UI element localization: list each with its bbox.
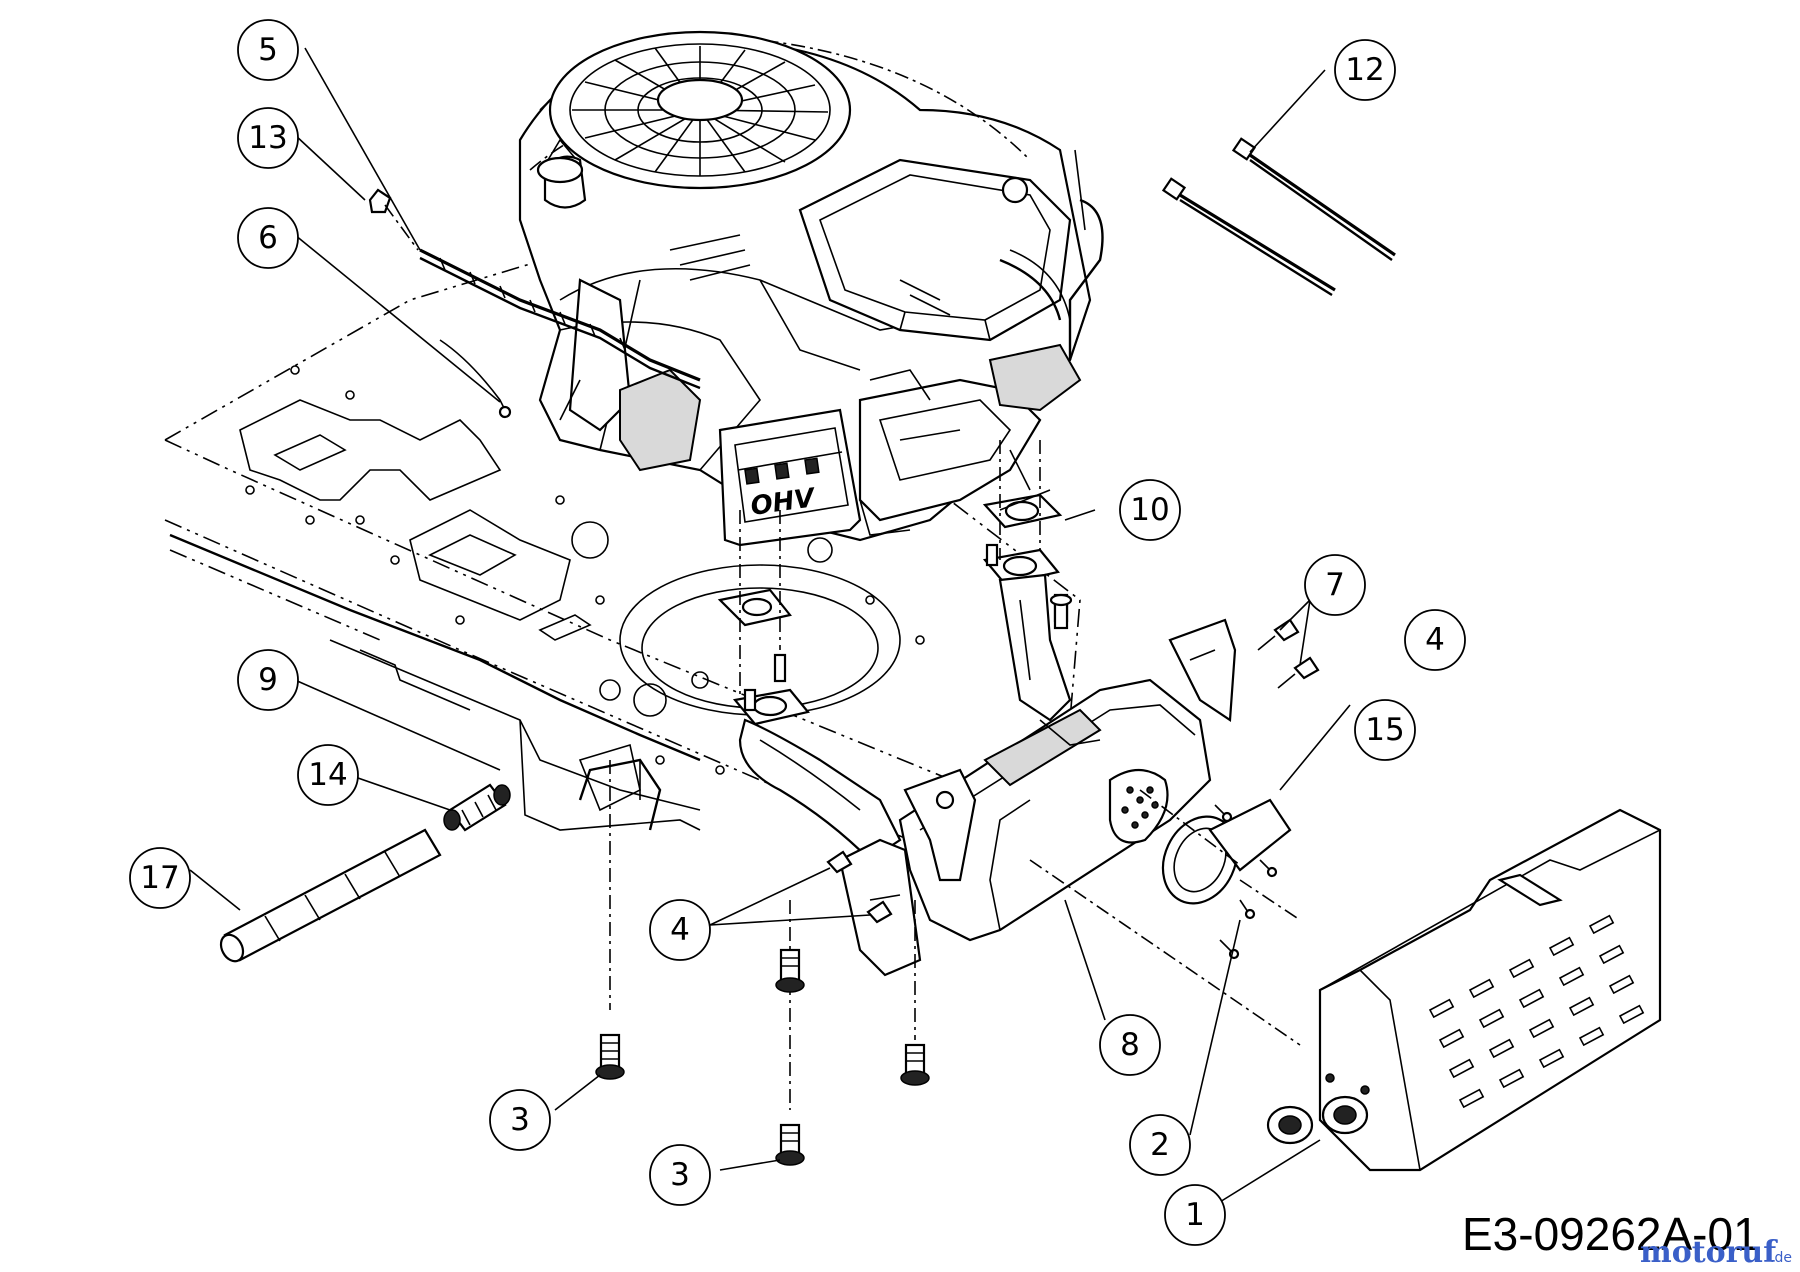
callout-label: 4 bbox=[1425, 622, 1445, 658]
fasteners bbox=[595, 593, 1320, 1166]
muffler-end-holes bbox=[1121, 786, 1159, 829]
diagram-code: E3-09262A-01 bbox=[1462, 1208, 1759, 1260]
callout-4-upper: 4 bbox=[1404, 609, 1466, 671]
callout-label: 10 bbox=[1130, 492, 1169, 528]
callout-5: 7 bbox=[1304, 554, 1366, 616]
screw-2-d bbox=[1214, 804, 1233, 823]
frame-holes bbox=[245, 365, 925, 775]
callout-10: 13 bbox=[237, 107, 299, 169]
callout-12: 5 bbox=[237, 19, 299, 81]
cable-harness bbox=[368, 188, 701, 419]
callout-9: 12 bbox=[1334, 39, 1396, 101]
watermark-suffix: .de bbox=[1770, 1250, 1792, 1266]
bolt-5 bbox=[1049, 593, 1073, 630]
callout-17: 17 bbox=[129, 847, 191, 909]
watermark-logo: motoruf .de bbox=[1640, 1235, 1792, 1270]
callout-4-lower: 4 bbox=[649, 899, 711, 961]
screw-4-upper-a bbox=[1257, 618, 1300, 651]
callout-8: 10 bbox=[1119, 479, 1181, 541]
callout-label: 5 bbox=[258, 32, 278, 68]
callout-label: 8 bbox=[1120, 1027, 1140, 1063]
cable-ties bbox=[1161, 137, 1396, 297]
exhaust-gaskets bbox=[717, 440, 1072, 862]
callout-3-left: 3 bbox=[489, 1089, 551, 1151]
screw-2-c bbox=[1259, 859, 1278, 878]
callout-6: 6 bbox=[237, 207, 299, 269]
callout-label: 1 bbox=[1185, 1197, 1205, 1233]
watermark-brand: motoruf bbox=[1640, 1235, 1778, 1270]
callout-label: 12 bbox=[1345, 52, 1384, 88]
ohv-logo-block: OHV bbox=[718, 408, 862, 547]
callout-3-bottom: 3 bbox=[649, 1144, 711, 1206]
callout-label: 17 bbox=[140, 860, 179, 896]
chassis-frame bbox=[164, 239, 1081, 901]
screw-2-b bbox=[1239, 899, 1256, 920]
callout-label: 15 bbox=[1365, 712, 1404, 748]
callout-label: 3 bbox=[510, 1102, 530, 1138]
fuel-filter bbox=[443, 783, 511, 832]
callout-label: 3 bbox=[670, 1157, 690, 1193]
callout-2: 2 bbox=[1129, 1114, 1191, 1176]
fuel-line bbox=[219, 828, 442, 963]
spark-arrestor bbox=[1139, 789, 1301, 921]
engine: OHV bbox=[518, 30, 1104, 547]
callout-label: 7 bbox=[1325, 567, 1345, 603]
heat-shield-slots bbox=[1428, 914, 1645, 1109]
fan-grille bbox=[572, 46, 829, 176]
callout-label: 14 bbox=[308, 757, 347, 793]
callout-label: 9 bbox=[258, 662, 278, 698]
screw-4-lower-a bbox=[826, 850, 853, 874]
callout-1: 1 bbox=[1164, 1184, 1226, 1246]
callout-label: 13 bbox=[248, 120, 287, 156]
callout-label: 6 bbox=[258, 220, 278, 256]
bolt-center bbox=[775, 948, 805, 993]
callout-15: 15 bbox=[1354, 699, 1416, 761]
bolt-3-bottom bbox=[775, 900, 805, 1166]
callout-13: 14 bbox=[297, 744, 359, 806]
bolt-3-left bbox=[595, 760, 625, 1080]
callout-7: 9 bbox=[237, 649, 299, 711]
screw-4-lower-b bbox=[866, 900, 893, 924]
bolt-right-center bbox=[900, 900, 930, 1086]
callout-leaders bbox=[189, 47, 1351, 1206]
callout-14: 8 bbox=[1099, 1014, 1161, 1076]
callout-label: 2 bbox=[1150, 1127, 1170, 1163]
callout-label: 4 bbox=[670, 912, 690, 948]
screw-4-upper-b bbox=[1277, 656, 1320, 689]
heat-shield bbox=[1029, 808, 1662, 1172]
